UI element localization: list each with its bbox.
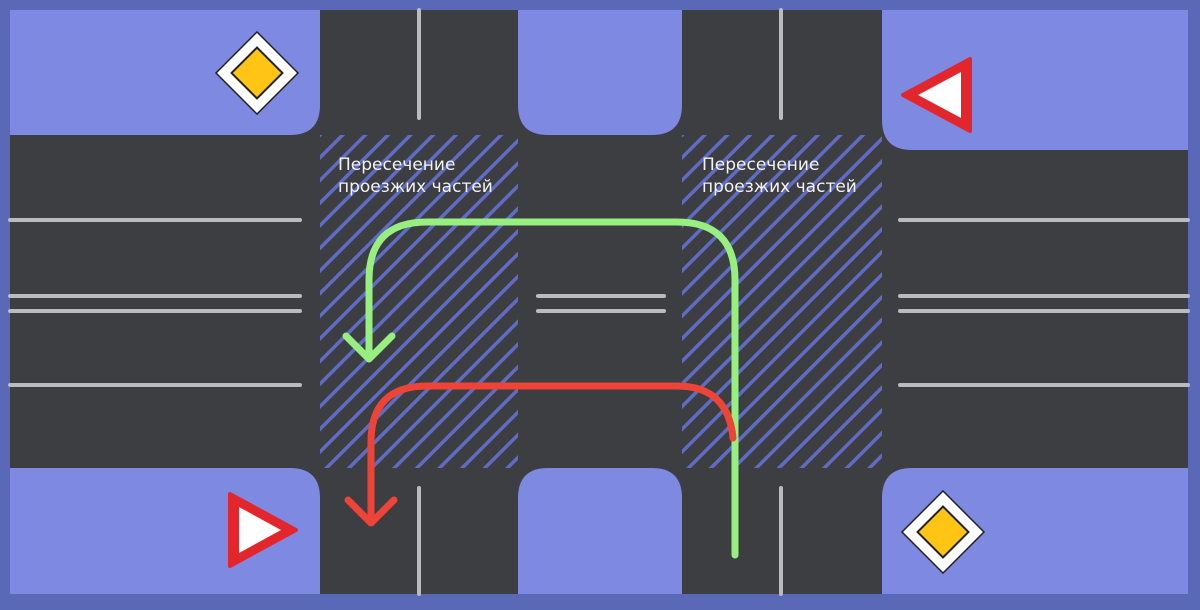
- route-left-turn-red: [344, 382, 737, 527]
- intersection-zone-left: [320, 135, 518, 468]
- intersection-label-right-line1: Пересечение: [702, 155, 819, 175]
- intersection-label-left-line1: Пересечение: [338, 155, 455, 175]
- lane-markings: [8, 8, 1190, 596]
- give-way-sign-icon: [228, 492, 298, 568]
- intersection-zone-right: [682, 135, 882, 468]
- route-u-turn-green: [342, 218, 739, 559]
- intersection-label-right-line2: проезжих частей: [702, 177, 857, 197]
- main-road-sign-icon: [900, 489, 986, 575]
- sidewalk-top-middle: [518, 10, 682, 135]
- sidewalk-bottom-middle: [518, 468, 682, 594]
- intersection-label-left-line2: проезжих частей: [338, 177, 493, 197]
- main-road-sign-icon: [214, 30, 300, 116]
- give-way-sign-icon: [901, 57, 972, 133]
- sidewalk-bottom-right: [882, 468, 1188, 594]
- sidewalk-top-left: [10, 10, 320, 135]
